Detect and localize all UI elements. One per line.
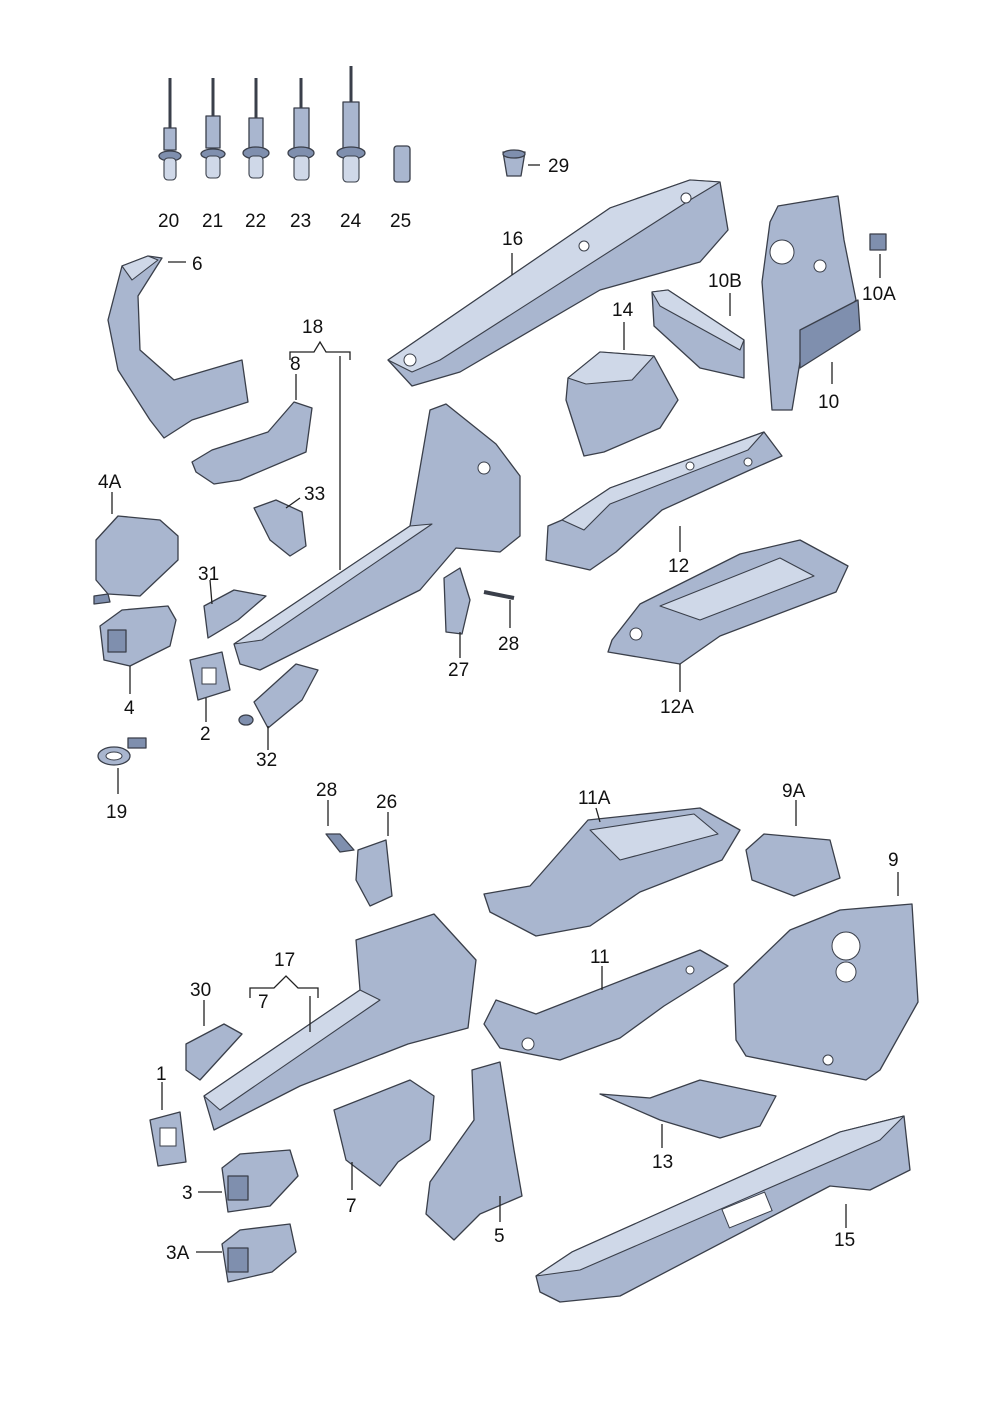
part-3a-crash-box [221, 1223, 297, 1283]
callout-33: 33 [304, 484, 325, 505]
callout-6: 6 [192, 254, 203, 275]
part-13-plate [599, 1079, 777, 1139]
rivet-23 [287, 78, 315, 181]
rivet-20 [158, 78, 182, 181]
callout-5: 5 [494, 1226, 505, 1247]
part-30-bracket [185, 1023, 243, 1081]
callout-13: 13 [652, 1152, 673, 1173]
callout-12: 12 [668, 556, 689, 577]
callout-29: 29 [548, 156, 569, 177]
part-12-rail [545, 431, 783, 571]
callout-17: 17 [274, 950, 295, 971]
part-10b-bracket [651, 289, 745, 379]
part-16-longitudinal-member [387, 179, 729, 387]
callout-3: 3 [182, 1183, 193, 1204]
callout-19: 19 [106, 802, 127, 823]
part-7-bracket [333, 1079, 435, 1187]
part-5-pillar [425, 1061, 523, 1241]
rivet-21 [200, 78, 226, 179]
nut-29 [502, 149, 526, 177]
callout-27: 27 [448, 660, 469, 681]
callout-7-upper: 7 [258, 992, 269, 1013]
callout-24: 24 [340, 211, 362, 232]
part-18-front-side-member [233, 403, 521, 671]
callout-18: 18 [302, 317, 323, 338]
part-11a-rail [483, 807, 741, 937]
part-4a-crash-box [93, 515, 179, 605]
part-26-plate [325, 833, 393, 907]
part-1-flange [149, 1111, 187, 1167]
part-14-housing [565, 351, 679, 457]
callout-22: 22 [245, 211, 266, 232]
part-27-plate [443, 567, 515, 635]
callout-11: 11 [590, 947, 610, 968]
callout-7-lower: 7 [346, 1196, 357, 1217]
callout-20: 20 [158, 211, 179, 232]
callout-2: 2 [200, 724, 211, 745]
part-17-side-member [203, 913, 477, 1131]
part-12a-panel [607, 539, 849, 665]
part-10-pillar [761, 195, 887, 411]
callout-10: 10 [818, 392, 839, 413]
part-32-bracket [238, 663, 319, 729]
callout-26: 26 [376, 792, 397, 813]
callout-28-upper: 28 [498, 634, 519, 655]
callout-23: 23 [290, 211, 311, 232]
part-19-towing-eye [97, 737, 147, 766]
part-8-bracket [191, 401, 313, 485]
part-3-crash-box [221, 1149, 299, 1213]
callout-1: 1 [156, 1064, 167, 1085]
part-4-crash-box [99, 605, 177, 667]
stud-25 [393, 145, 411, 183]
callout-9a: 9A [782, 781, 806, 802]
callout-10a: 10A [862, 284, 896, 305]
part-6-arch [107, 255, 249, 439]
callout-30: 30 [190, 980, 211, 1001]
callout-8: 8 [290, 354, 301, 375]
rivet-22 [242, 78, 270, 179]
rivet-24 [336, 66, 366, 183]
callout-4: 4 [124, 698, 135, 719]
part-9a-bracket [745, 833, 841, 897]
callout-12a: 12A [660, 697, 694, 718]
part-33-gusset [253, 499, 307, 557]
part-11-rail [483, 949, 729, 1061]
part-15-crossmember [535, 1115, 911, 1303]
callout-21: 21 [202, 211, 223, 232]
part-9-wheelhouse [733, 903, 919, 1081]
leader-lines [111, 164, 899, 1253]
callout-3a: 3A [166, 1243, 190, 1264]
callout-32: 32 [256, 750, 277, 771]
callout-16: 16 [502, 229, 523, 250]
callout-4a: 4A [98, 472, 122, 493]
callout-28-lower: 28 [316, 780, 337, 801]
callout-9: 9 [888, 850, 899, 871]
callout-11a: 11A [578, 788, 611, 809]
callout-31: 31 [198, 564, 219, 585]
callout-10b: 10B [708, 271, 742, 292]
callout-25: 25 [390, 211, 411, 232]
callout-14: 14 [612, 300, 634, 321]
callout-15: 15 [834, 1230, 855, 1251]
part-31-plate [203, 589, 267, 639]
part-2-flange [189, 651, 231, 701]
